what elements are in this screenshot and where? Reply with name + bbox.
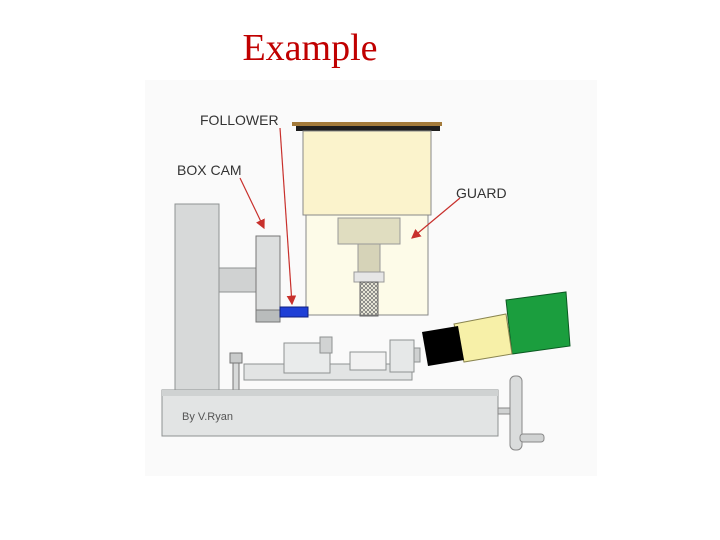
follower-arrow [279,127,297,306]
vice-moving-jaw [389,339,415,373]
bolt-head [229,352,243,364]
vice [243,336,421,381]
guard-top-plate [296,124,440,131]
spindle-neck [357,243,381,273]
box-cam-base [255,309,281,323]
cutter-icon [359,281,379,317]
follower-block [279,306,309,318]
bolt-shank [232,362,240,392]
vice-screw [413,347,421,363]
operator-hand [422,291,571,366]
slide-title: Example [242,27,378,69]
box-cam [255,235,281,323]
machine-base [161,389,499,437]
spindle-collet [353,271,385,283]
dark-cloth-icon [422,326,464,366]
guard-top-plate-rim [292,122,442,126]
box-cam-arrow [239,177,265,230]
column-arm [218,267,260,293]
sleeve-icon [505,291,571,355]
box-cam-body [255,235,281,315]
handwheel [497,375,545,451]
milling-machine-diagram: FOLLOWER BOX CAM GUARD By V.Ryan [145,80,597,476]
vice-jaw-top [319,336,333,354]
spindle [337,217,401,317]
spindle-head [337,217,401,245]
label-credit: By V.Ryan [182,411,233,423]
column-body [174,203,220,391]
guard-upper-body [302,130,432,216]
machine-base-top [162,390,498,396]
label-guard: GUARD [456,185,507,201]
handwheel-handle [519,433,545,443]
handwheel-wheel [509,375,523,451]
label-follower: FOLLOWER [200,112,279,128]
label-box-cam: BOX CAM [177,162,242,178]
machine-column [174,203,260,391]
leader-arrows [239,127,461,306]
guard-arrow [411,197,461,239]
vice-workpiece [349,351,387,371]
